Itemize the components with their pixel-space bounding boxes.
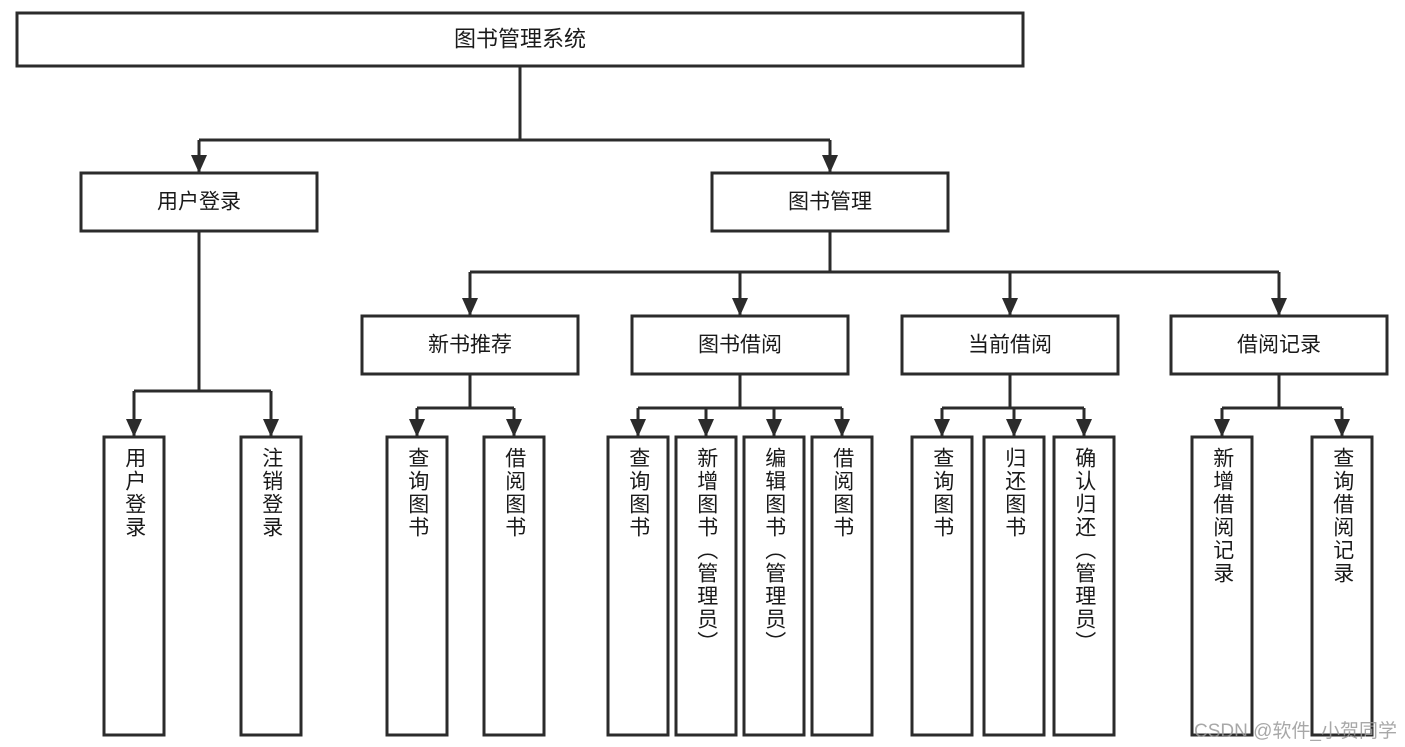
node-box-user-login	[79, 171, 319, 233]
edge-arrowhead-leaf-borrow-book-1	[506, 419, 522, 437]
edge-arrowhead-leaf-query-book-1	[409, 419, 425, 437]
node-box-leaf-edit-book-admin	[742, 435, 806, 737]
node-label-current-borrow: 当前借阅	[968, 334, 1052, 357]
node-label-borrow-record: 借阅记录	[1237, 334, 1321, 357]
node-label-book-manage: 图书管理	[788, 191, 872, 214]
node-boxes-layer	[15, 11, 1389, 737]
node-box-leaf-borrow-book-2	[810, 435, 874, 737]
node-box-leaf-user-logout	[239, 435, 303, 737]
node-box-leaf-borrow-book-1	[482, 435, 546, 737]
edge-arrowhead-leaf-query-borrow-record	[1334, 419, 1350, 437]
node-box-current-borrow	[900, 314, 1120, 376]
edge-arrowhead-new-book-recommend	[462, 298, 478, 316]
edge-arrowhead-leaf-return-book	[1006, 419, 1022, 437]
node-box-leaf-query-book-3	[910, 435, 974, 737]
node-label-book-borrow: 图书借阅	[698, 334, 782, 357]
edge-arrowhead-leaf-query-book-2	[630, 419, 646, 437]
edge-arrowhead-leaf-query-book-3	[934, 419, 950, 437]
node-box-leaf-query-borrow-record	[1310, 435, 1374, 737]
node-box-leaf-return-book	[982, 435, 1046, 737]
edge-arrowhead-leaf-user-login	[126, 419, 142, 437]
edge-arrowhead-borrow-record	[1271, 298, 1287, 316]
edge-arrowhead-current-borrow	[1002, 298, 1018, 316]
node-box-new-book-recommend	[360, 314, 580, 376]
connectors-layer	[126, 66, 1350, 437]
node-box-book-manage	[710, 171, 950, 233]
node-box-leaf-query-book-1	[385, 435, 449, 737]
node-box-book-borrow	[630, 314, 850, 376]
node-box-leaf-add-book-admin	[674, 435, 738, 737]
edge-arrowhead-user-login	[191, 155, 207, 173]
edge-arrowhead-leaf-add-book-admin	[698, 419, 714, 437]
node-box-leaf-query-book-2	[606, 435, 670, 737]
edge-arrowhead-leaf-borrow-book-2	[834, 419, 850, 437]
node-label-new-book-recommend: 新书推荐	[428, 334, 512, 357]
node-box-root	[15, 11, 1025, 68]
edge-arrowhead-book-manage	[822, 155, 838, 173]
node-box-leaf-user-login	[102, 435, 166, 737]
edge-arrowhead-leaf-user-logout	[263, 419, 279, 437]
node-box-borrow-record	[1169, 314, 1389, 376]
node-box-leaf-confirm-return-admin	[1052, 435, 1116, 737]
edge-arrowhead-leaf-edit-book-admin	[766, 419, 782, 437]
node-box-leaf-add-borrow-record	[1190, 435, 1254, 737]
edge-arrowhead-book-borrow	[732, 298, 748, 316]
edge-arrowhead-leaf-add-borrow-record	[1214, 419, 1230, 437]
node-label-user-login: 用户登录	[157, 191, 241, 214]
node-label-root: 图书管理系统	[454, 26, 586, 51]
edge-arrowhead-leaf-confirm-return-admin	[1076, 419, 1092, 437]
